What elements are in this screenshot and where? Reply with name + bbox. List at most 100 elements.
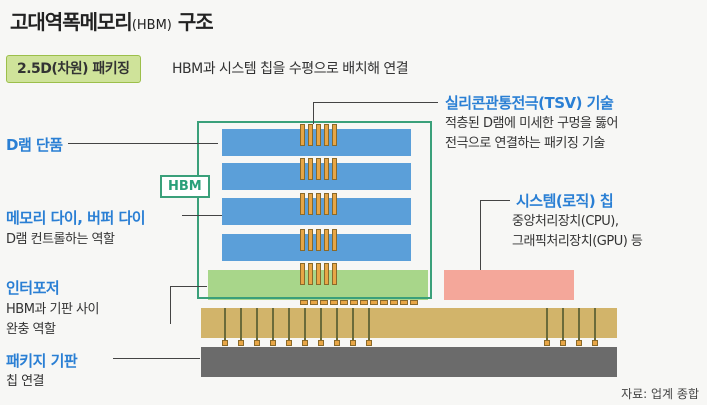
substrate-title: 패키지 기판 bbox=[6, 352, 78, 370]
solder-pad bbox=[318, 340, 324, 346]
title-sub: (HBM) bbox=[131, 18, 172, 33]
system-chip-connector-line bbox=[480, 200, 481, 270]
micro-bump bbox=[350, 300, 358, 305]
substrate-top-layer bbox=[201, 308, 617, 338]
substrate-pin bbox=[304, 308, 306, 341]
substrate-pin bbox=[240, 308, 242, 341]
substrate-pin bbox=[336, 308, 338, 341]
tsv-via bbox=[316, 193, 321, 215]
hbm-label: HBM bbox=[160, 175, 210, 198]
interposer-connector-line bbox=[170, 286, 207, 287]
tsv-via bbox=[316, 124, 321, 146]
substrate-pin bbox=[224, 308, 226, 341]
substrate-pin bbox=[594, 308, 596, 341]
interposer-title: 인터포저 bbox=[6, 279, 60, 297]
tsv-via bbox=[316, 229, 321, 251]
substrate-pin bbox=[320, 308, 322, 341]
packaging-tag: 2.5D(차원) 패키징 bbox=[6, 55, 141, 83]
micro-bump bbox=[410, 300, 418, 305]
solder-pad bbox=[366, 340, 372, 346]
tsv-via bbox=[308, 229, 313, 251]
micro-bump bbox=[330, 300, 338, 305]
system-chip-connector-line bbox=[480, 200, 510, 201]
memory-die-connector-line bbox=[182, 215, 222, 216]
solder-pad bbox=[238, 340, 244, 346]
solder-pad bbox=[222, 340, 228, 346]
tsv-via bbox=[332, 229, 337, 251]
tsv-via bbox=[308, 193, 313, 215]
package-substrate bbox=[201, 347, 617, 377]
tsv-via bbox=[324, 158, 329, 180]
micro-bump bbox=[340, 300, 348, 305]
substrate-pin bbox=[352, 308, 354, 341]
interposer-desc-1: HBM과 기판 사이 bbox=[6, 302, 99, 317]
tsv-desc-1: 적층된 D램에 미세한 구멍을 뚫어 bbox=[445, 116, 619, 131]
solder-pad bbox=[576, 340, 582, 346]
tsv-via bbox=[332, 158, 337, 180]
micro-bump bbox=[370, 300, 378, 305]
substrate-pin bbox=[256, 308, 258, 341]
substrate-pin bbox=[288, 308, 290, 341]
system-chip-title: 시스템(로직) 칩 bbox=[516, 192, 614, 210]
solder-pad bbox=[334, 340, 340, 346]
tsv-via bbox=[324, 124, 329, 146]
tsv-via bbox=[324, 229, 329, 251]
substrate-desc: 칩 연결 bbox=[6, 374, 45, 389]
source-note: 자료: 업계 종합 bbox=[621, 387, 699, 401]
page-title: 고대역폭메모리(HBM) 구조 bbox=[10, 6, 214, 35]
micro-bump bbox=[310, 300, 318, 305]
tsv-via bbox=[300, 263, 305, 285]
title-main: 고대역폭메모리 bbox=[10, 10, 133, 34]
packaging-description: HBM과 시스템 칩을 수평으로 배치해 연결 bbox=[172, 61, 409, 77]
memory-die-desc: D램 컨트롤하는 역할 bbox=[6, 232, 115, 247]
micro-bump bbox=[300, 300, 308, 305]
micro-bump bbox=[360, 300, 368, 305]
tsv-via bbox=[300, 193, 305, 215]
solder-pad bbox=[286, 340, 292, 346]
tsv-via bbox=[332, 263, 337, 285]
solder-pad bbox=[592, 340, 598, 346]
system-chip-desc-1: 중앙처리장치(CPU), bbox=[512, 214, 619, 229]
dram-title: D램 단품 bbox=[6, 136, 63, 154]
solder-pad bbox=[270, 340, 276, 346]
tsv-via bbox=[324, 193, 329, 215]
solder-pad bbox=[254, 340, 260, 346]
tsv-via bbox=[316, 158, 321, 180]
micro-bump bbox=[390, 300, 398, 305]
tsv-via bbox=[308, 124, 313, 146]
substrate-pin bbox=[578, 308, 580, 341]
hbm-outline bbox=[197, 121, 432, 299]
system-chip-desc-2: 그래픽처리장치(GPU) 등 bbox=[512, 234, 643, 249]
tsv-via bbox=[324, 263, 329, 285]
interposer-desc-2: 완충 역할 bbox=[6, 322, 56, 337]
micro-bump bbox=[400, 300, 408, 305]
interposer-connector-line bbox=[170, 286, 171, 324]
solder-pad bbox=[350, 340, 356, 346]
system-chip bbox=[444, 270, 574, 300]
tsv-via bbox=[300, 124, 305, 146]
substrate-pin bbox=[562, 308, 564, 341]
tsv-connector-line bbox=[313, 102, 438, 103]
substrate-pin bbox=[368, 308, 370, 341]
tsv-via bbox=[300, 158, 305, 180]
tsv-desc-2: 전극으로 연결하는 패키징 기술 bbox=[445, 136, 605, 151]
tsv-title: 실리콘관통전극(TSV) 기술 bbox=[445, 94, 614, 112]
tsv-via bbox=[332, 124, 337, 146]
tsv-via bbox=[300, 229, 305, 251]
solder-pad bbox=[560, 340, 566, 346]
tsv-via bbox=[308, 263, 313, 285]
title-tail: 구조 bbox=[171, 10, 214, 34]
substrate-connector-line bbox=[113, 358, 200, 359]
micro-bump bbox=[320, 300, 328, 305]
substrate-pin bbox=[272, 308, 274, 341]
memory-die-title: 메모리 다이, 버퍼 다이 bbox=[6, 209, 146, 227]
tsv-via bbox=[332, 193, 337, 215]
substrate-pin bbox=[546, 308, 548, 341]
solder-pad bbox=[302, 340, 308, 346]
solder-pad bbox=[544, 340, 550, 346]
tsv-via bbox=[308, 158, 313, 180]
tsv-connector-line bbox=[313, 102, 314, 124]
micro-bump bbox=[380, 300, 388, 305]
tsv-via bbox=[316, 263, 321, 285]
dram-connector-line bbox=[68, 143, 218, 144]
